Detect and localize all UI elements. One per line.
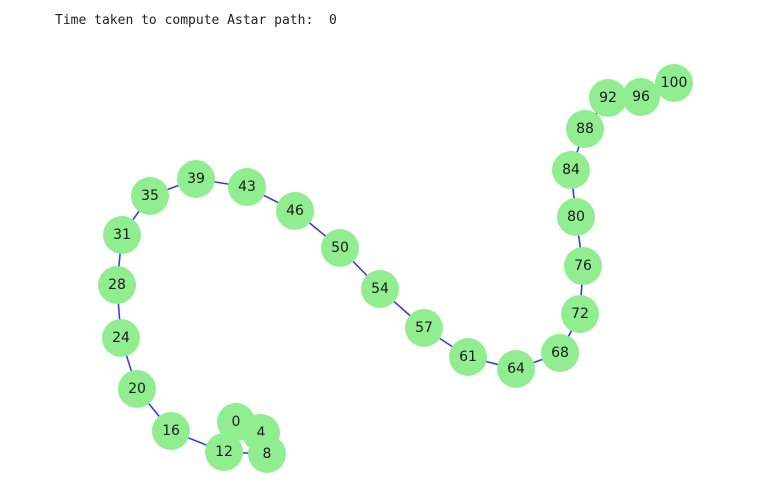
node-circle-96 — [622, 78, 660, 116]
node-circle-35 — [131, 177, 169, 215]
node-label-76: 76 — [574, 258, 592, 274]
node-label-0: 0 — [232, 414, 241, 430]
node-label-43: 43 — [238, 179, 256, 195]
node-label-100: 100 — [661, 75, 688, 91]
node-label-80: 80 — [567, 209, 585, 225]
node-12: 12 — [205, 433, 243, 471]
node-label-72: 72 — [571, 306, 589, 322]
node-label-50: 50 — [331, 240, 349, 256]
node-label-46: 46 — [286, 203, 304, 219]
node-circle-92 — [589, 79, 627, 117]
node-circle-39 — [177, 160, 215, 198]
node-label-12: 12 — [215, 444, 233, 460]
node-24: 24 — [102, 319, 140, 357]
node-80: 80 — [557, 198, 595, 236]
node-label-8: 8 — [263, 446, 272, 462]
node-circle-31 — [103, 216, 141, 254]
node-circle-50 — [321, 229, 359, 267]
node-8: 8 — [248, 435, 286, 473]
node-88: 88 — [566, 110, 604, 148]
node-100: 100 — [655, 64, 693, 102]
node-circle-43 — [228, 168, 266, 206]
output-value: 0 — [328, 13, 337, 28]
node-64: 64 — [497, 350, 535, 388]
node-circle-64 — [497, 350, 535, 388]
node-label-54: 54 — [371, 281, 389, 297]
node-46: 46 — [276, 192, 314, 230]
node-label-61: 61 — [459, 349, 477, 365]
node-circle-16 — [152, 412, 190, 450]
node-84: 84 — [552, 151, 590, 189]
node-label-20: 20 — [128, 381, 146, 397]
node-label-16: 16 — [162, 423, 180, 439]
node-circle-28 — [98, 266, 136, 304]
node-label-24: 24 — [112, 330, 130, 346]
node-76: 76 — [564, 247, 602, 285]
node-label-84: 84 — [562, 162, 580, 178]
node-label-64: 64 — [507, 361, 525, 377]
node-50: 50 — [321, 229, 359, 267]
node-43: 43 — [228, 168, 266, 206]
node-circle-76 — [564, 247, 602, 285]
node-label-31: 31 — [113, 227, 131, 243]
node-circle-68 — [541, 334, 579, 372]
node-16: 16 — [152, 412, 190, 450]
node-circle-57 — [405, 309, 443, 347]
output-label: Time taken to compute Astar path: — [55, 13, 314, 28]
node-circle-54 — [361, 270, 399, 308]
node-68: 68 — [541, 334, 579, 372]
node-label-92: 92 — [599, 90, 617, 106]
node-39: 39 — [177, 160, 215, 198]
node-label-68: 68 — [551, 345, 569, 361]
node-circle-24 — [102, 319, 140, 357]
node-31: 31 — [103, 216, 141, 254]
node-61: 61 — [449, 338, 487, 376]
node-28: 28 — [98, 266, 136, 304]
node-72: 72 — [561, 295, 599, 333]
node-96: 96 — [622, 78, 660, 116]
node-92: 92 — [589, 79, 627, 117]
node-circle-8 — [248, 435, 286, 473]
node-label-35: 35 — [141, 188, 159, 204]
node-label-88: 88 — [576, 121, 594, 137]
node-circle-80 — [557, 198, 595, 236]
node-circle-88 — [566, 110, 604, 148]
output-text: Time taken to compute Astar path: 0 — [55, 13, 337, 28]
graph-nodes: 04 8 12 16 20 24 28 31 35 39 43 46 50 54 57 61 64 68 72 76 8… — [98, 64, 693, 473]
node-label-57: 57 — [415, 320, 433, 336]
node-circle-61 — [449, 338, 487, 376]
node-circle-72 — [561, 295, 599, 333]
node-circle-100 — [655, 64, 693, 102]
node-circle-20 — [118, 370, 156, 408]
node-label-4: 4 — [257, 425, 266, 441]
node-circle-46 — [276, 192, 314, 230]
node-circle-12 — [205, 433, 243, 471]
node-label-39: 39 — [187, 171, 205, 187]
node-circle-84 — [552, 151, 590, 189]
node-label-28: 28 — [108, 277, 126, 293]
node-57: 57 — [405, 309, 443, 347]
node-54: 54 — [361, 270, 399, 308]
node-label-96: 96 — [632, 89, 650, 105]
node-35: 35 — [131, 177, 169, 215]
node-20: 20 — [118, 370, 156, 408]
